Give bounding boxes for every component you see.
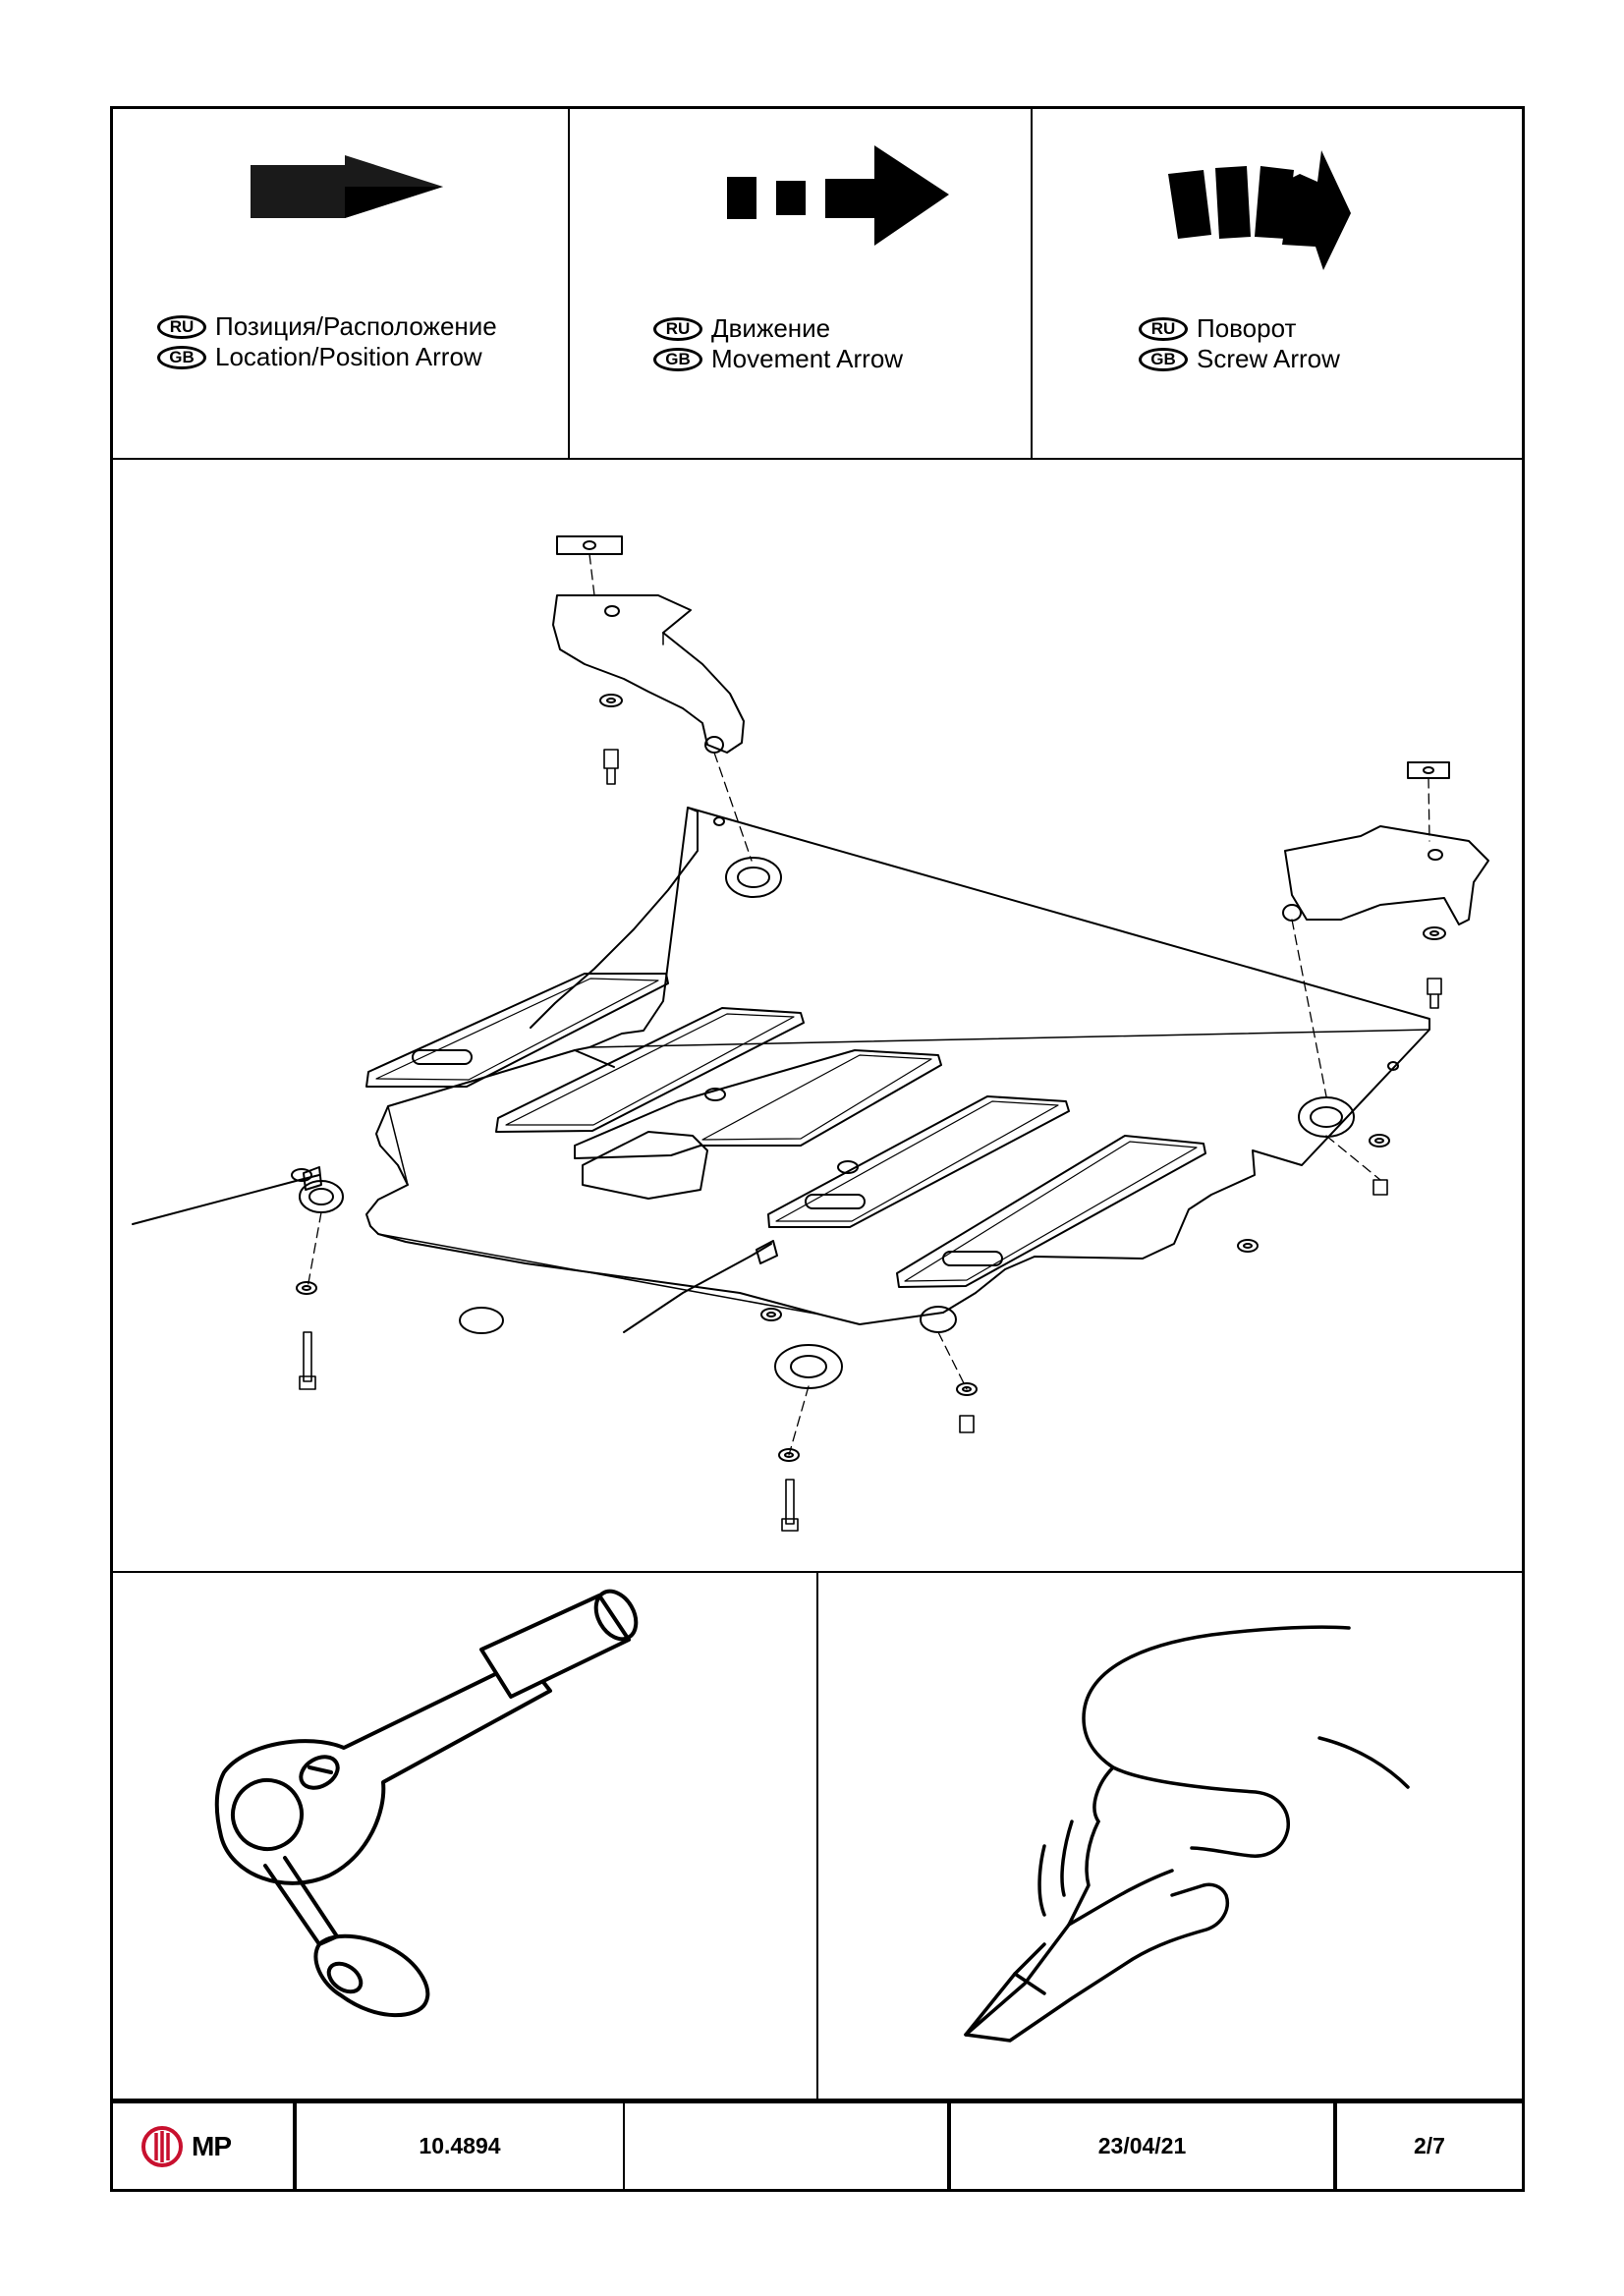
- gb-badge: GB: [157, 345, 206, 369]
- legend-screw-text: RU Поворот GB Screw Arrow: [1139, 313, 1340, 374]
- legend-movement: RU Движение GB Movement Arrow: [570, 109, 1033, 458]
- legend-screw-gb: Screw Arrow: [1197, 344, 1340, 373]
- tool-ratchet: [113, 1571, 818, 2099]
- page-number: 2/7: [1414, 2133, 1445, 2158]
- hand-utility-knife-icon: [964, 1625, 1410, 2043]
- gb-badge: GB: [1139, 347, 1188, 371]
- assembly-diagram: [113, 458, 1522, 1573]
- skid-plate-exploded-view-icon: [132, 535, 1489, 1532]
- legend-movement-gb: Movement Arrow: [711, 344, 904, 373]
- legend-movement-ru: Движение: [711, 313, 831, 343]
- ru-badge: RU: [157, 314, 206, 339]
- blank-cell: [625, 2103, 951, 2189]
- legend-screw-ru: Поворот: [1197, 313, 1297, 343]
- tool-utility-knife: [818, 1571, 1522, 2099]
- movement-arrow-icon: [725, 143, 951, 247]
- instruction-sheet: RU Позиция/Расположение GB Location/Positi…: [110, 106, 1525, 2192]
- arrow-legend: RU Позиция/Расположение GB Location/Positi…: [113, 109, 1522, 460]
- ru-badge: RU: [1139, 316, 1188, 341]
- legend-location-ru: Позиция/Расположение: [215, 311, 497, 341]
- legend-screw: RU Поворот GB Screw Arrow: [1033, 109, 1522, 458]
- location-arrow-icon: [249, 153, 445, 222]
- brand-name: MP: [192, 2130, 232, 2161]
- legend-location-gb: Location/Position Arrow: [215, 342, 482, 371]
- revision-date: 23/04/21: [951, 2103, 1337, 2189]
- screw-arrow-icon: [1166, 148, 1353, 276]
- tools-required: [113, 1571, 1522, 2099]
- ratchet-wrench-icon: [214, 1589, 639, 2018]
- part-number: 10.4894: [297, 2103, 625, 2189]
- brand-logo: MP: [113, 2103, 297, 2189]
- legend-location-text: RU Позиция/Расположение GB Location/Positi…: [157, 311, 497, 372]
- mp-logo-icon: [141, 2125, 183, 2167]
- legend-location: RU Позиция/Расположение GB Location/Positi…: [113, 109, 570, 458]
- legend-movement-text: RU Движение GB Movement Arrow: [653, 313, 903, 374]
- gb-badge: GB: [653, 347, 702, 371]
- ru-badge: RU: [653, 316, 702, 341]
- title-block: MP 10.4894 23/04/21 2/7: [113, 2099, 1522, 2189]
